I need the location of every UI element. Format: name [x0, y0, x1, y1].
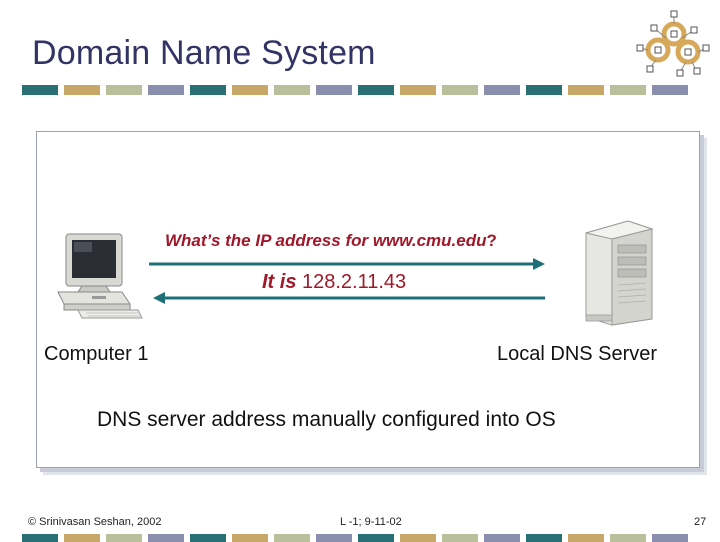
desktop-computer-icon — [57, 233, 143, 319]
dns-response-italic: It is — [262, 271, 297, 293]
footer-page-number: 27 — [694, 516, 707, 528]
footer-copyright: © Srinivasan Seshan, 2002 — [28, 516, 162, 528]
slide-title: Domain Name System — [32, 34, 376, 72]
dns-response-ip: 128.2.11.43 — [296, 271, 407, 293]
dns-response-text: It is 128.2.11.43 — [262, 271, 406, 294]
dns-query-text: What’s the IP address for www.cmu.edu? — [165, 231, 497, 251]
header-stripe — [22, 85, 688, 95]
computer-label: Computer 1 — [44, 343, 149, 365]
dns-query-tail: ? — [486, 231, 497, 250]
response-arrowhead — [153, 292, 165, 304]
footer-stripe — [22, 534, 688, 542]
network-nodes-logo-icon — [636, 10, 710, 77]
footer-lecture: L -1; 9-11-02 — [340, 516, 402, 528]
configuration-note: DNS server address manually configured i… — [97, 408, 556, 431]
tower-server-icon — [585, 220, 654, 326]
query-response-arrows — [149, 258, 545, 304]
dns-query-italic: What’s the IP address for www.cmu.edu — [165, 231, 487, 250]
query-arrowhead — [533, 258, 545, 270]
dns-server-label: Local DNS Server — [497, 343, 658, 365]
